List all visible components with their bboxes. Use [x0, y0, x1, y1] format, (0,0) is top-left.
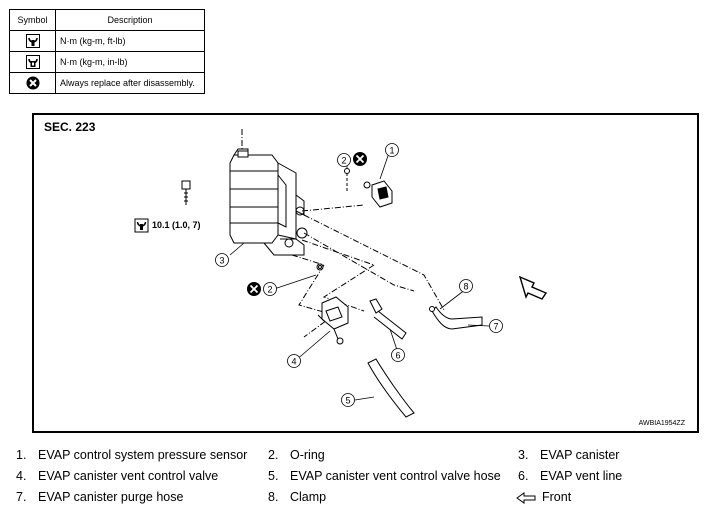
- evap-canister-drawing: [229, 148, 308, 256]
- torque-wrench-small-icon: [25, 55, 40, 69]
- callout-2-upper: 2: [337, 153, 351, 167]
- vent-valve-hose-drawing: [367, 358, 415, 418]
- svg-text:4: 4: [291, 357, 296, 367]
- svg-text:7: 7: [493, 322, 498, 332]
- callout-7: 7: [489, 319, 503, 333]
- svg-text:2: 2: [341, 156, 346, 166]
- pressure-sensor-drawing: [363, 180, 393, 208]
- legend-desc-inlb: N·m (kg-m, in-lb): [55, 51, 205, 73]
- svg-text:2: 2: [267, 285, 272, 295]
- front-arrow-icon: [516, 491, 536, 504]
- bolt-drawing: [181, 180, 191, 205]
- list-item: 5.EVAP canister vent control valve hose: [268, 469, 501, 483]
- diagram-drawing: 1 2 3 2 4 5 6 7 8: [134, 129, 548, 418]
- svg-text:6: 6: [395, 351, 400, 361]
- legend-header-symbol: Symbol: [9, 9, 56, 31]
- list-item: 6.EVAP vent line: [518, 469, 623, 483]
- callout-3: 3: [215, 253, 229, 267]
- exploded-diagram: SEC. 223: [32, 113, 699, 433]
- vent-control-valve-drawing: [317, 296, 349, 345]
- replace-always-icon: [247, 282, 261, 296]
- svg-text:1: 1: [389, 146, 394, 156]
- legend-header-description: Description: [55, 9, 205, 31]
- list-item: 8.Clamp: [268, 490, 327, 504]
- svg-text:5: 5: [345, 396, 350, 406]
- section-label: SEC. 223: [44, 120, 96, 134]
- legend-row: N·m (kg-m, ft-lb): [9, 30, 205, 52]
- list-item: 4.EVAP canister vent control valve: [16, 469, 219, 483]
- torque-wrench-icon: [25, 34, 40, 48]
- list-item: 1.EVAP control system pressure sensor: [16, 448, 248, 462]
- replace-always-icon: [26, 76, 39, 90]
- list-item: 7.EVAP canister purge hose: [16, 490, 184, 504]
- callout-6: 6: [391, 348, 405, 362]
- callout-2-lower: 2: [263, 282, 277, 296]
- callout-1: 1: [385, 143, 399, 157]
- replace-always-icon: [353, 152, 367, 166]
- symbol-legend-table: Symbol Description N·m (kg-m, ft-lb) N·m…: [9, 9, 205, 94]
- torque-spec: 10.1 (1.0, 7): [152, 220, 201, 230]
- legend-row: N·m (kg-m, in-lb): [9, 51, 205, 73]
- purge-hose-drawing: [429, 306, 483, 330]
- legend-desc-replace: Always replace after disassembly.: [55, 72, 205, 94]
- legend-row: Always replace after disassembly.: [9, 72, 205, 94]
- callout-5: 5: [341, 393, 355, 407]
- reference-code: AWBIA1954ZZ: [638, 420, 685, 427]
- vent-line-drawing: [369, 298, 407, 340]
- legend-desc-ftlb: N·m (kg-m, ft-lb): [55, 30, 205, 52]
- list-item: 3.EVAP canister: [518, 448, 620, 462]
- torque-wrench-icon: [134, 218, 149, 233]
- callout-4: 4: [287, 354, 301, 368]
- list-item: Front: [516, 490, 571, 504]
- list-item: 2.O-ring: [268, 448, 325, 462]
- callout-8: 8: [459, 279, 473, 293]
- svg-text:8: 8: [463, 282, 468, 292]
- svg-text:3: 3: [219, 256, 224, 266]
